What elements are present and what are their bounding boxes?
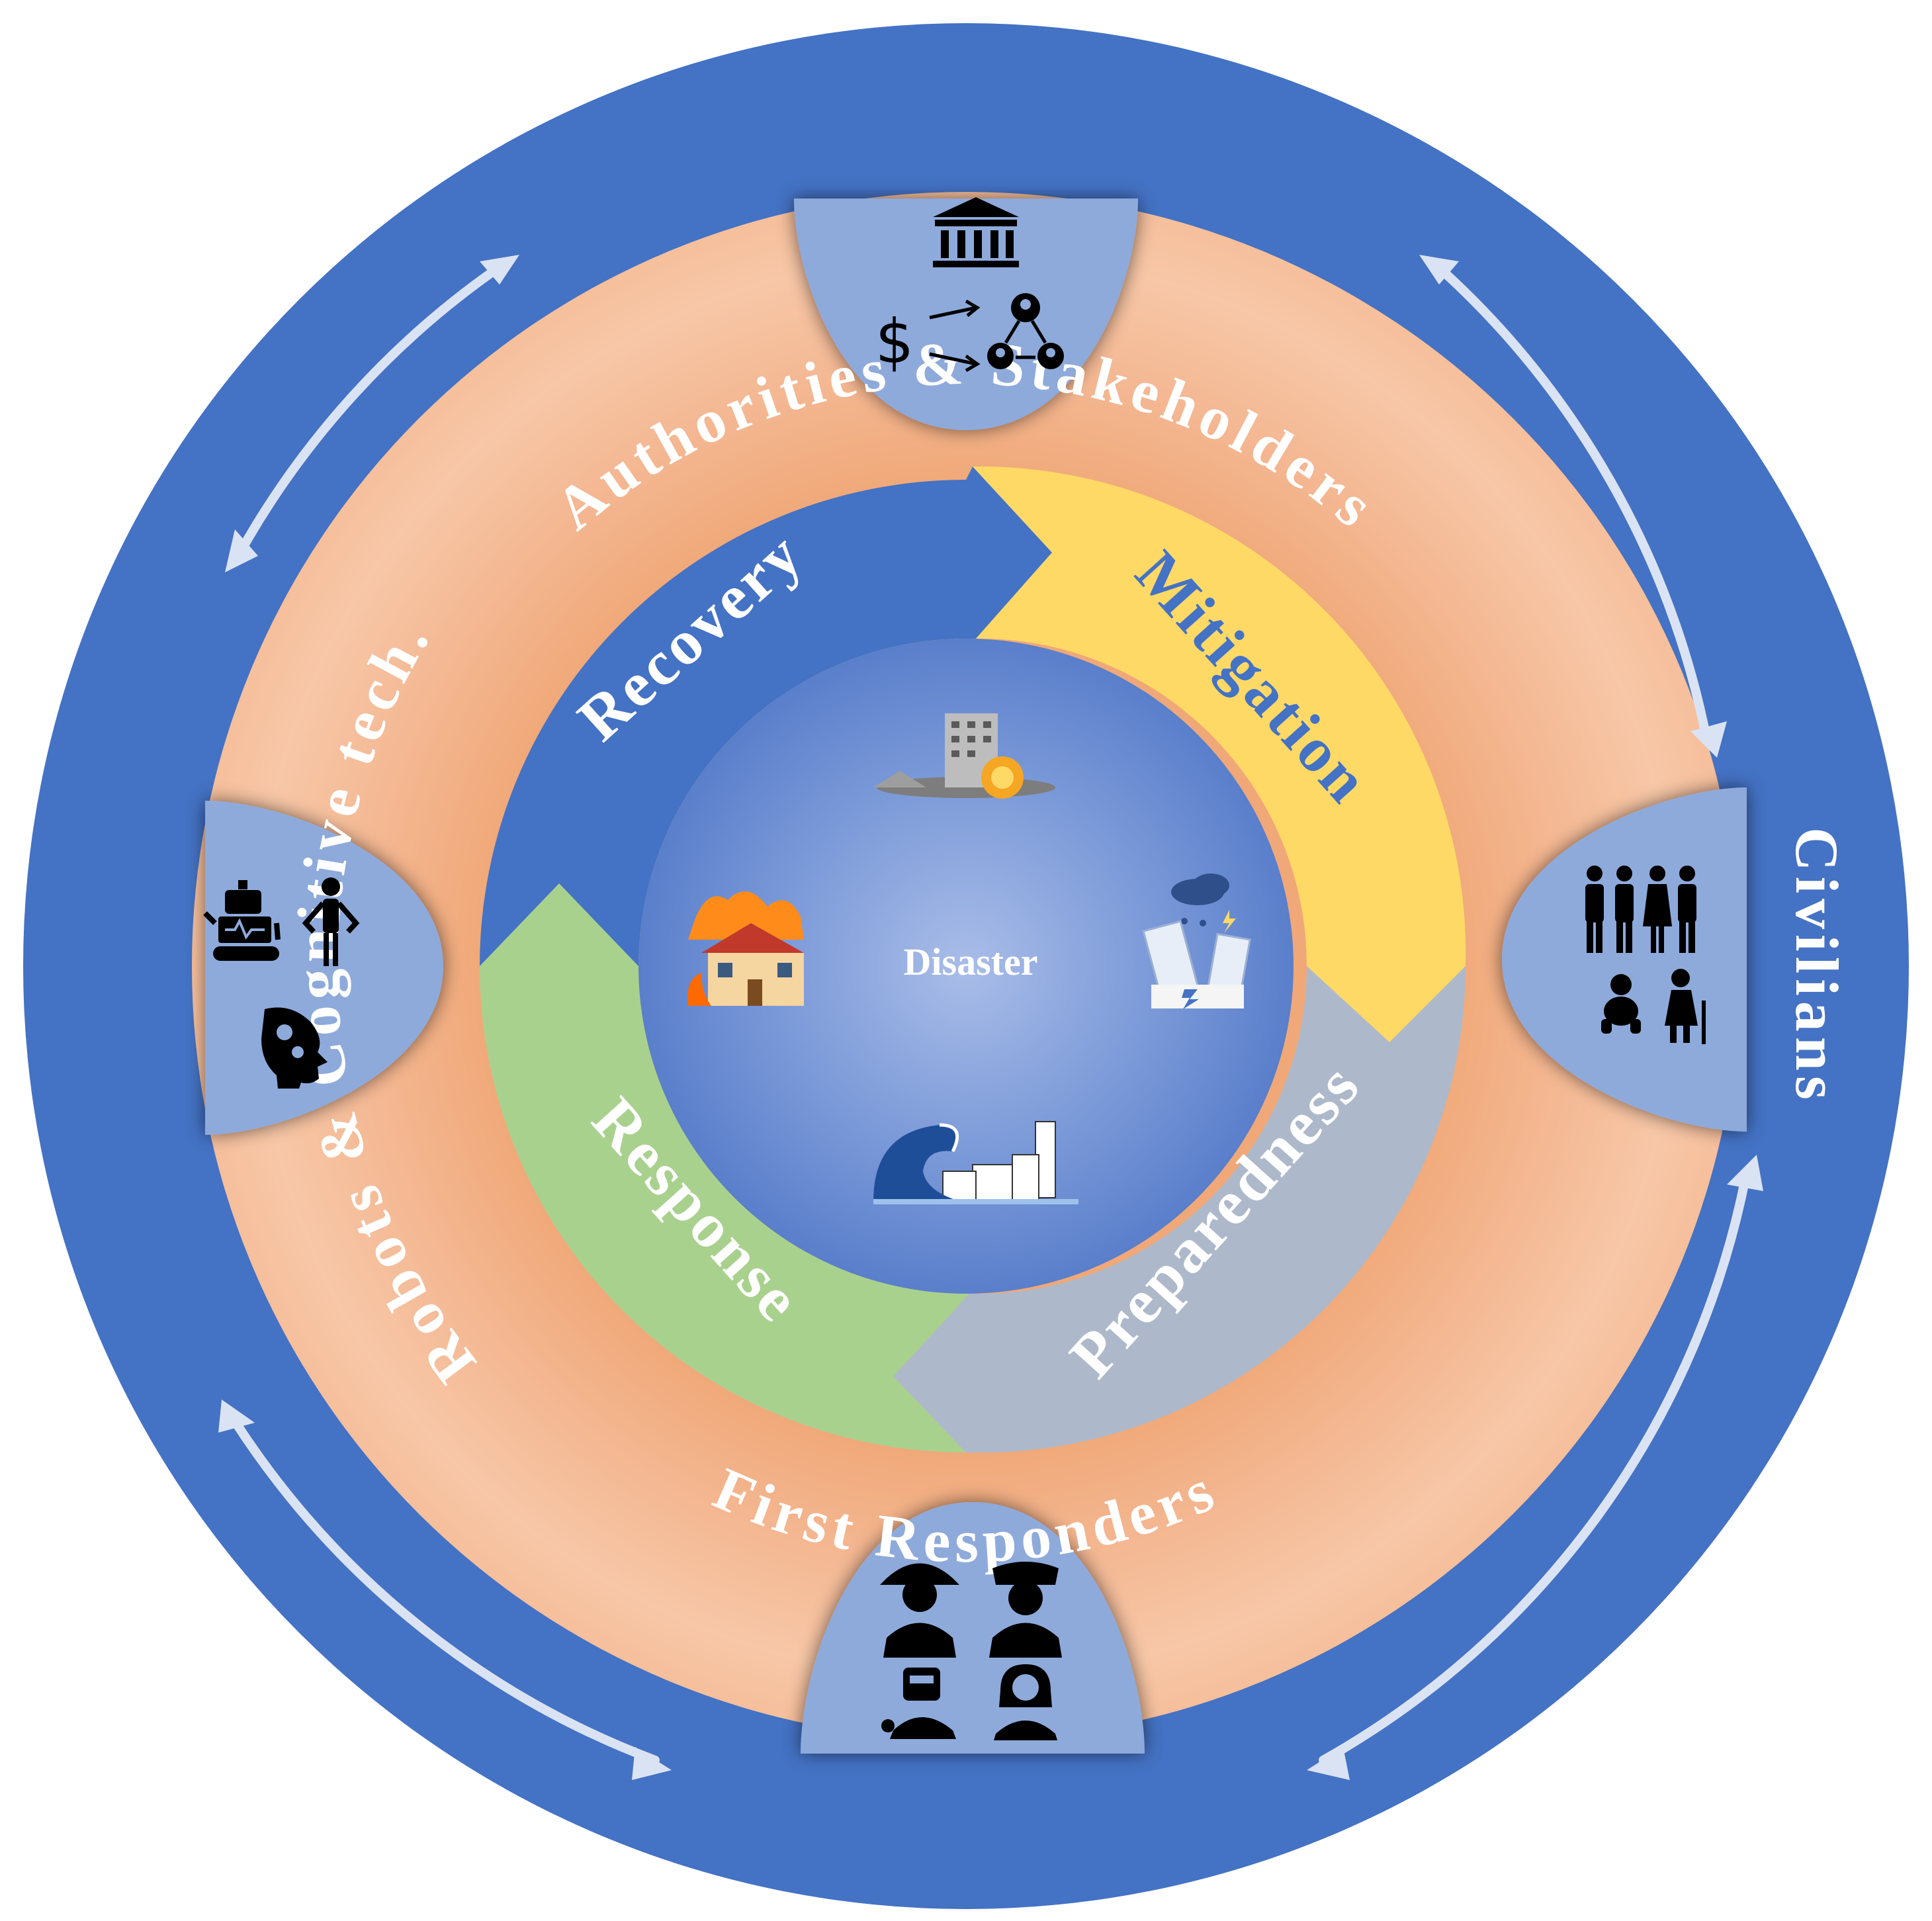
robot-icon (203, 880, 281, 961)
recovery-segment[interactable] (480, 467, 1052, 966)
authorities-node[interactable] (794, 199, 1138, 430)
elderly-icon (1665, 969, 1706, 1044)
first-responders-node[interactable] (801, 1502, 1145, 1754)
disaster-label: Disaster (904, 940, 1038, 983)
tsunami-icon (873, 1121, 1078, 1204)
doctor-icon (994, 1664, 1057, 1740)
firefighter-icon (880, 1563, 959, 1658)
arrow-heads (218, 255, 1763, 1780)
arrowhead (1307, 1747, 1350, 1780)
preparedness-segment[interactable] (893, 966, 1466, 1453)
disaster-center (638, 639, 1294, 1294)
relationship-arrows (227, 260, 1751, 1765)
arrowhead (480, 255, 519, 285)
mannequin-icon (302, 877, 360, 966)
civilians-label: Civilians (1783, 827, 1851, 1105)
dollar-icon: $ (875, 306, 914, 377)
cycle-ring (480, 466, 1466, 1453)
arrowhead (225, 529, 258, 572)
transfer-arrows-icon (929, 299, 981, 373)
arrow-civilians-responders (1319, 1167, 1751, 1765)
arrow-robots-authorities (234, 260, 507, 560)
response-segment[interactable] (480, 883, 969, 1452)
house-fire-icon (687, 891, 804, 1006)
arrow-responders-robots (227, 1411, 660, 1765)
storm-building-icon (1142, 873, 1251, 1009)
police-icon (989, 1562, 1062, 1658)
collapsed-building-icon (873, 713, 1055, 799)
baby-icon (1601, 974, 1641, 1034)
arrowhead (1419, 255, 1459, 285)
network-people-icon (987, 293, 1064, 369)
brain-gear-icon (261, 1007, 328, 1089)
arrowhead (632, 1747, 672, 1780)
arrow-authorities-civilians (1431, 260, 1712, 746)
arrowhead (1690, 721, 1727, 758)
mitigation-segment[interactable] (973, 466, 1466, 1042)
arrowhead (218, 1400, 255, 1433)
bank-icon (933, 197, 1019, 267)
welder-icon (881, 1668, 956, 1739)
arrowhead (1727, 1155, 1763, 1191)
family-icon (1585, 866, 1696, 953)
